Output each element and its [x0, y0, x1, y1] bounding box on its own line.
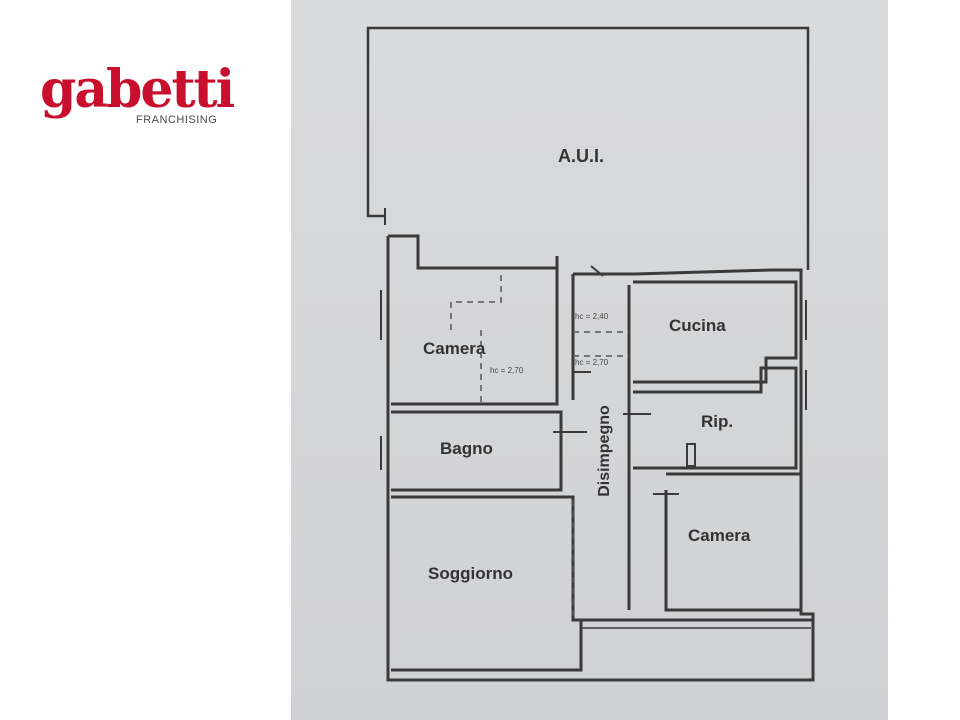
bagno-walls	[391, 410, 563, 492]
height-label-camera: hc = 2,70	[490, 366, 524, 375]
aui-boundary	[366, 26, 810, 270]
room-label-soggiorno: Soggiorno	[428, 564, 513, 583]
apartment-outline	[386, 236, 815, 682]
rip-walls	[633, 366, 798, 470]
room-label-bagno: Bagno	[440, 439, 493, 458]
floorplan-drawing	[366, 26, 815, 682]
door-mark-corridor-top	[590, 265, 604, 277]
room-label-camera-right: Camera	[688, 526, 751, 545]
camera-top-walls	[391, 256, 559, 406]
room-label-rip: Rip.	[701, 412, 734, 431]
room-label-disimpegno: Disimpegno	[595, 405, 613, 497]
room-label-cucina: Cucina	[669, 316, 726, 335]
gabetti-logo: gabetti FRANCHISING	[40, 60, 235, 146]
room-label-aui: A.U.I.	[558, 146, 605, 166]
wardrobe-dashed	[450, 270, 502, 330]
rip-niche	[686, 443, 696, 467]
soggiorno-walls	[391, 495, 583, 672]
cucina-walls	[633, 280, 798, 384]
height-label-corridor-lower: hc = 2,70	[575, 358, 609, 367]
floorplan-photo: A.U.I. Camera Cucina Bagno Rip. Disimpeg…	[291, 0, 888, 720]
logo-tagline: FRANCHISING	[136, 114, 218, 126]
logo-wordmark: gabetti	[40, 59, 235, 120]
room-label-camera-top: Camera	[423, 339, 486, 358]
upper-left-wall	[388, 234, 557, 270]
camera-right-walls	[664, 472, 803, 612]
height-label-corridor-upper: hc = 2,40	[575, 312, 609, 321]
